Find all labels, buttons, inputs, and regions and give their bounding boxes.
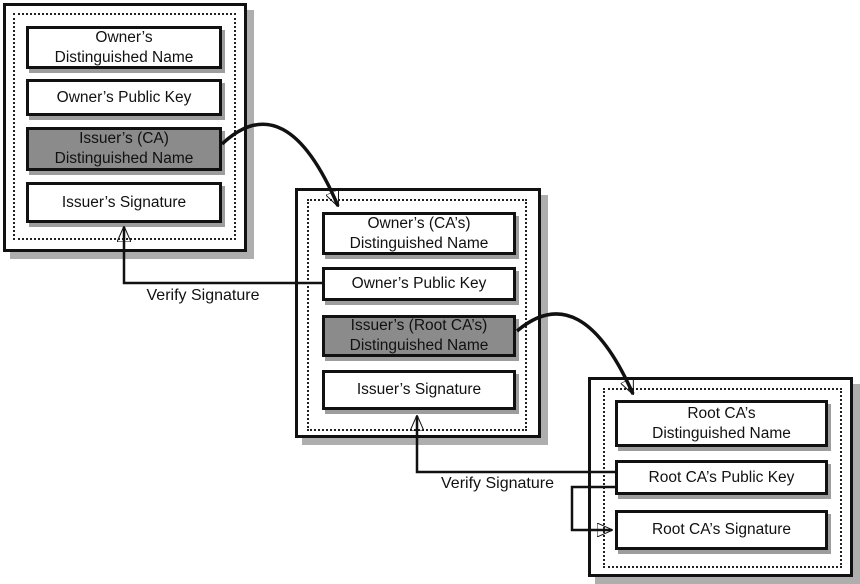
verify-signature-label-2: Verify Signature bbox=[441, 475, 554, 492]
ca-owner-dn-field: Owner’s (CA’s) Distinguished Name bbox=[322, 212, 516, 255]
ca-certificate: Owner’s (CA’s) Distinguished Name Owner’… bbox=[295, 188, 541, 438]
owner-dn-field: Owner’s Distinguished Name bbox=[26, 26, 222, 69]
root-ca-certificate-dotted-border bbox=[603, 388, 842, 568]
root-ca-dn-field: Root CA’s Distinguished Name bbox=[615, 400, 828, 447]
root-ca-certificate: Root CA’s Distinguished Name Root CA’s P… bbox=[588, 377, 853, 577]
verify-signature-label-1: Verify Signature bbox=[146, 287, 260, 304]
ca-issuer-signature-field: Issuer’s Signature bbox=[322, 370, 516, 410]
issuer-ca-dn-field: Issuer’s (CA) Distinguished Name bbox=[26, 127, 222, 171]
issuer-signature-field: Issuer’s Signature bbox=[26, 182, 222, 223]
root-ca-signature-field: Root CA’s Signature bbox=[615, 510, 828, 550]
owner-public-key-field: Owner’s Public Key bbox=[26, 79, 222, 116]
root-ca-public-key-field: Root CA’s Public Key bbox=[615, 460, 828, 495]
ca-issuer-rootca-dn-field: Issuer’s (Root CA’s) Distinguished Name bbox=[322, 315, 516, 357]
ca-owner-public-key-field: Owner’s Public Key bbox=[322, 267, 516, 301]
owner-certificate: Owner’s Distinguished Name Owner’s Publi… bbox=[3, 3, 247, 252]
